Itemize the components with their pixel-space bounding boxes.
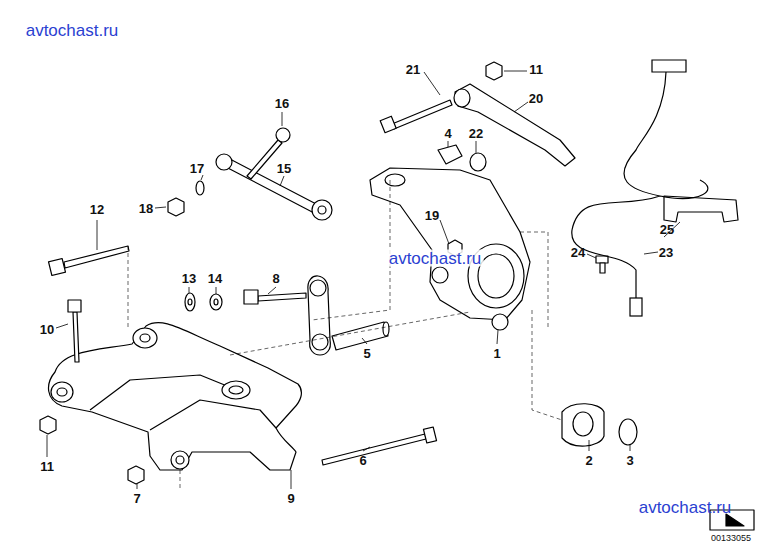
callout-number: 13 <box>182 272 196 285</box>
callout-number: 9 <box>287 492 294 505</box>
watermark: avtochast.ru <box>639 499 732 516</box>
callout-number: 2 <box>585 454 592 467</box>
callout-number: 15 <box>277 162 291 175</box>
callout-number: 12 <box>90 203 104 216</box>
callout-number: 6 <box>359 454 366 467</box>
callout-number: 22 <box>469 127 483 140</box>
watermark: avtochast.ru <box>387 250 484 267</box>
watermark: avtochast.ru <box>26 22 119 39</box>
callout-number: 25 <box>660 223 674 236</box>
callout-number: 17 <box>190 162 204 175</box>
callout-number: 19 <box>425 209 439 222</box>
callout-number: 24 <box>571 246 585 259</box>
diagram-code: 00133055 <box>711 534 751 543</box>
callout-number: 11 <box>529 63 543 76</box>
callout-number: 3 <box>626 454 633 467</box>
callout-number: 8 <box>272 272 279 285</box>
callout-number: 11 <box>40 460 54 473</box>
callout-number: 23 <box>659 246 673 259</box>
callout-number: 10 <box>40 323 54 336</box>
callout-number: 20 <box>529 92 543 105</box>
callout-number: 1 <box>493 347 500 360</box>
callout-number: 21 <box>406 63 420 76</box>
callout-number: 4 <box>444 127 451 140</box>
callout-number: 5 <box>363 347 370 360</box>
callout-number: 18 <box>139 202 153 215</box>
callout-number: 14 <box>208 272 222 285</box>
callout-number: 7 <box>133 492 140 505</box>
callout-number: 16 <box>275 97 289 110</box>
